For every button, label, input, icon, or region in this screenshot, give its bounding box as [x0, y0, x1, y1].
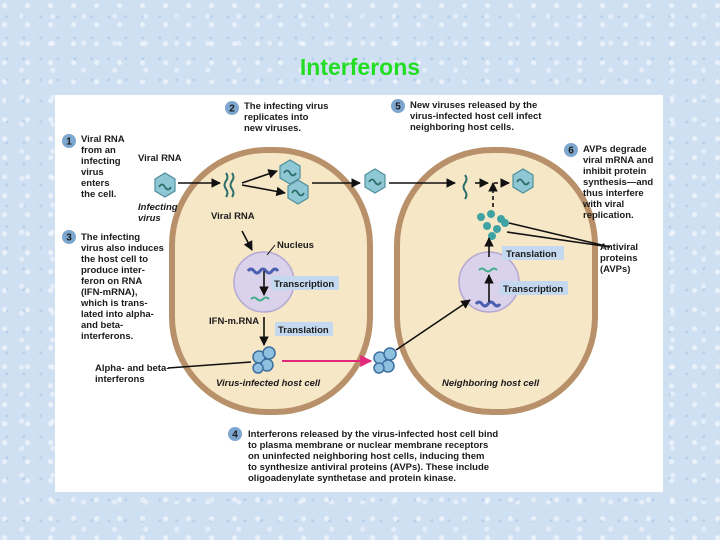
svg-text:6: 6	[568, 146, 574, 157]
step-6-text: AVPs degrade viral mRNA and inhibit prot…	[582, 144, 654, 221]
ifn-mrna-label: IFN-m.RNA	[209, 316, 259, 327]
page-title: Interferons	[299, 54, 421, 80]
mrna-right	[478, 267, 498, 273]
viral-rna-inside-label: Viral RNA	[211, 211, 255, 222]
transcription-right-box	[500, 281, 568, 295]
svg-text:from an: from an	[81, 145, 116, 156]
svg-text:viral mRNA and: viral mRNA and	[583, 155, 654, 166]
step-5-badge: 5	[391, 99, 405, 113]
viral-rna-squiggle	[462, 174, 468, 200]
virus-icon	[154, 172, 176, 198]
pointer-line	[167, 361, 252, 369]
virus-icon	[279, 159, 301, 185]
svg-text:which is trans-: which is trans-	[80, 298, 148, 309]
svg-text:replication.: replication.	[583, 210, 634, 221]
svg-text:to synthesize antiviral protei: to synthesize antiviral proteins (AVPs).…	[248, 462, 489, 473]
svg-text:new viruses.: new viruses.	[244, 123, 301, 134]
svg-text:inhibit protein: inhibit protein	[583, 166, 647, 177]
interferon-icon	[252, 346, 276, 374]
infecting-virus-label: virus	[138, 213, 161, 224]
svg-text:virus-infected host cell infec: virus-infected host cell infect	[410, 111, 542, 122]
pointer-line	[506, 231, 611, 248]
svg-text:the cell.: the cell.	[81, 189, 116, 200]
step-1-badge: 1	[62, 134, 76, 148]
interferon-diagram: 1 2 3 4 5 6 Viral RNA from an infecting …	[55, 95, 663, 492]
translation-left-label: Translation	[278, 325, 329, 336]
svg-text:interferons.: interferons.	[81, 331, 133, 342]
antiviral-label: Antiviral	[600, 242, 638, 253]
dna-left	[246, 267, 280, 275]
step-3-text: The infecting virus also induces the hos…	[80, 232, 164, 342]
viral-rna-squiggle	[229, 172, 235, 198]
svg-text:neighboring host cells.: neighboring host cells.	[410, 122, 514, 133]
viral-rna-squiggle	[223, 172, 229, 198]
nucleus-label: Nucleus	[277, 240, 314, 251]
svg-text:feron on RNA: feron on RNA	[81, 276, 142, 287]
transcription-left-box	[271, 276, 339, 290]
svg-text:2: 2	[229, 104, 235, 115]
svg-text:synthesis—and: synthesis—and	[583, 177, 653, 188]
alpha-beta-label: interferons	[95, 374, 145, 385]
virus-icon	[287, 179, 309, 205]
svg-text:and beta-: and beta-	[81, 320, 123, 331]
step-4-text: Interferons released by the virus-infect…	[248, 429, 498, 484]
step-4-badge: 4	[228, 427, 242, 441]
viral-rna-top-label: Viral RNA	[138, 153, 182, 164]
arrow	[241, 169, 278, 184]
antiviral-label: proteins	[600, 253, 637, 264]
arrow	[241, 230, 253, 251]
svg-text:virus: virus	[81, 167, 104, 178]
antiviral-label: (AVPs)	[600, 264, 630, 275]
svg-text:Viral RNA: Viral RNA	[81, 134, 125, 145]
svg-text:oligoadenylate synthetase and: oligoadenylate synthetase and protein ki…	[248, 473, 456, 484]
step-6-badge: 6	[564, 143, 578, 157]
svg-text:lated into alpha-: lated into alpha-	[81, 309, 154, 320]
step-5-text: New viruses released by the virus-infect…	[410, 100, 542, 133]
transcription-left-label: Transcription	[274, 279, 334, 290]
step-1-text: Viral RNA from an infecting virus enters…	[81, 134, 125, 200]
translation-right-label: Translation	[506, 249, 557, 260]
svg-text:on uninfected neighboring host: on uninfected neighboring host cells, in…	[248, 451, 484, 462]
svg-text:Interferons released by the vi: Interferons released by the virus-infect…	[248, 429, 498, 440]
svg-text:5: 5	[395, 102, 401, 113]
svg-text:New viruses released by the: New viruses released by the	[410, 100, 537, 111]
transcription-right-label: Transcription	[503, 284, 563, 295]
infected-cell-label: Virus-infected host cell	[216, 378, 321, 389]
svg-text:3: 3	[66, 233, 72, 244]
svg-text:thus interfere: thus interfere	[583, 188, 644, 199]
svg-text:replicates into: replicates into	[244, 112, 309, 123]
dna-right	[474, 300, 502, 308]
step-2-text: The infecting virus replicates into new …	[244, 101, 328, 134]
svg-text:with viral: with viral	[582, 199, 624, 210]
virus-icon	[512, 168, 534, 194]
mrna-left	[250, 296, 270, 302]
svg-text:produce inter-: produce inter-	[81, 265, 145, 276]
virus-icon	[364, 168, 386, 194]
svg-text:the host cell to: the host cell to	[81, 254, 148, 265]
svg-text:AVPs degrade: AVPs degrade	[583, 144, 647, 155]
arrow	[241, 184, 286, 197]
step-2-badge: 2	[225, 101, 239, 115]
neighbor-cell-label: Neighboring host cell	[442, 378, 539, 389]
translation-right-box	[502, 246, 564, 260]
svg-text:to plasma membrane or nuclear: to plasma membrane or nuclear membrane r…	[248, 440, 488, 451]
svg-text:infecting: infecting	[81, 156, 121, 167]
arrow	[395, 299, 471, 351]
step-3-badge: 3	[62, 230, 76, 244]
svg-text:The infecting virus: The infecting virus	[244, 101, 328, 112]
interferon-icon	[373, 347, 397, 374]
svg-text:(IFN-mRNA),: (IFN-mRNA),	[81, 287, 137, 298]
translation-left-box	[275, 322, 333, 336]
svg-text:virus also induces: virus also induces	[81, 243, 164, 254]
alpha-beta-label: Alpha- and beta-	[95, 363, 169, 374]
pointer-line	[508, 222, 611, 248]
diagram-svg: 1 2 3 4 5 6 Viral RNA from an infecting …	[62, 99, 654, 484]
infecting-virus-label: Infecting	[138, 202, 178, 213]
svg-text:1: 1	[66, 137, 72, 148]
svg-text:enters: enters	[81, 178, 110, 189]
pointer-line	[266, 244, 276, 256]
svg-text:The infecting: The infecting	[81, 232, 140, 243]
svg-text:4: 4	[232, 430, 238, 441]
